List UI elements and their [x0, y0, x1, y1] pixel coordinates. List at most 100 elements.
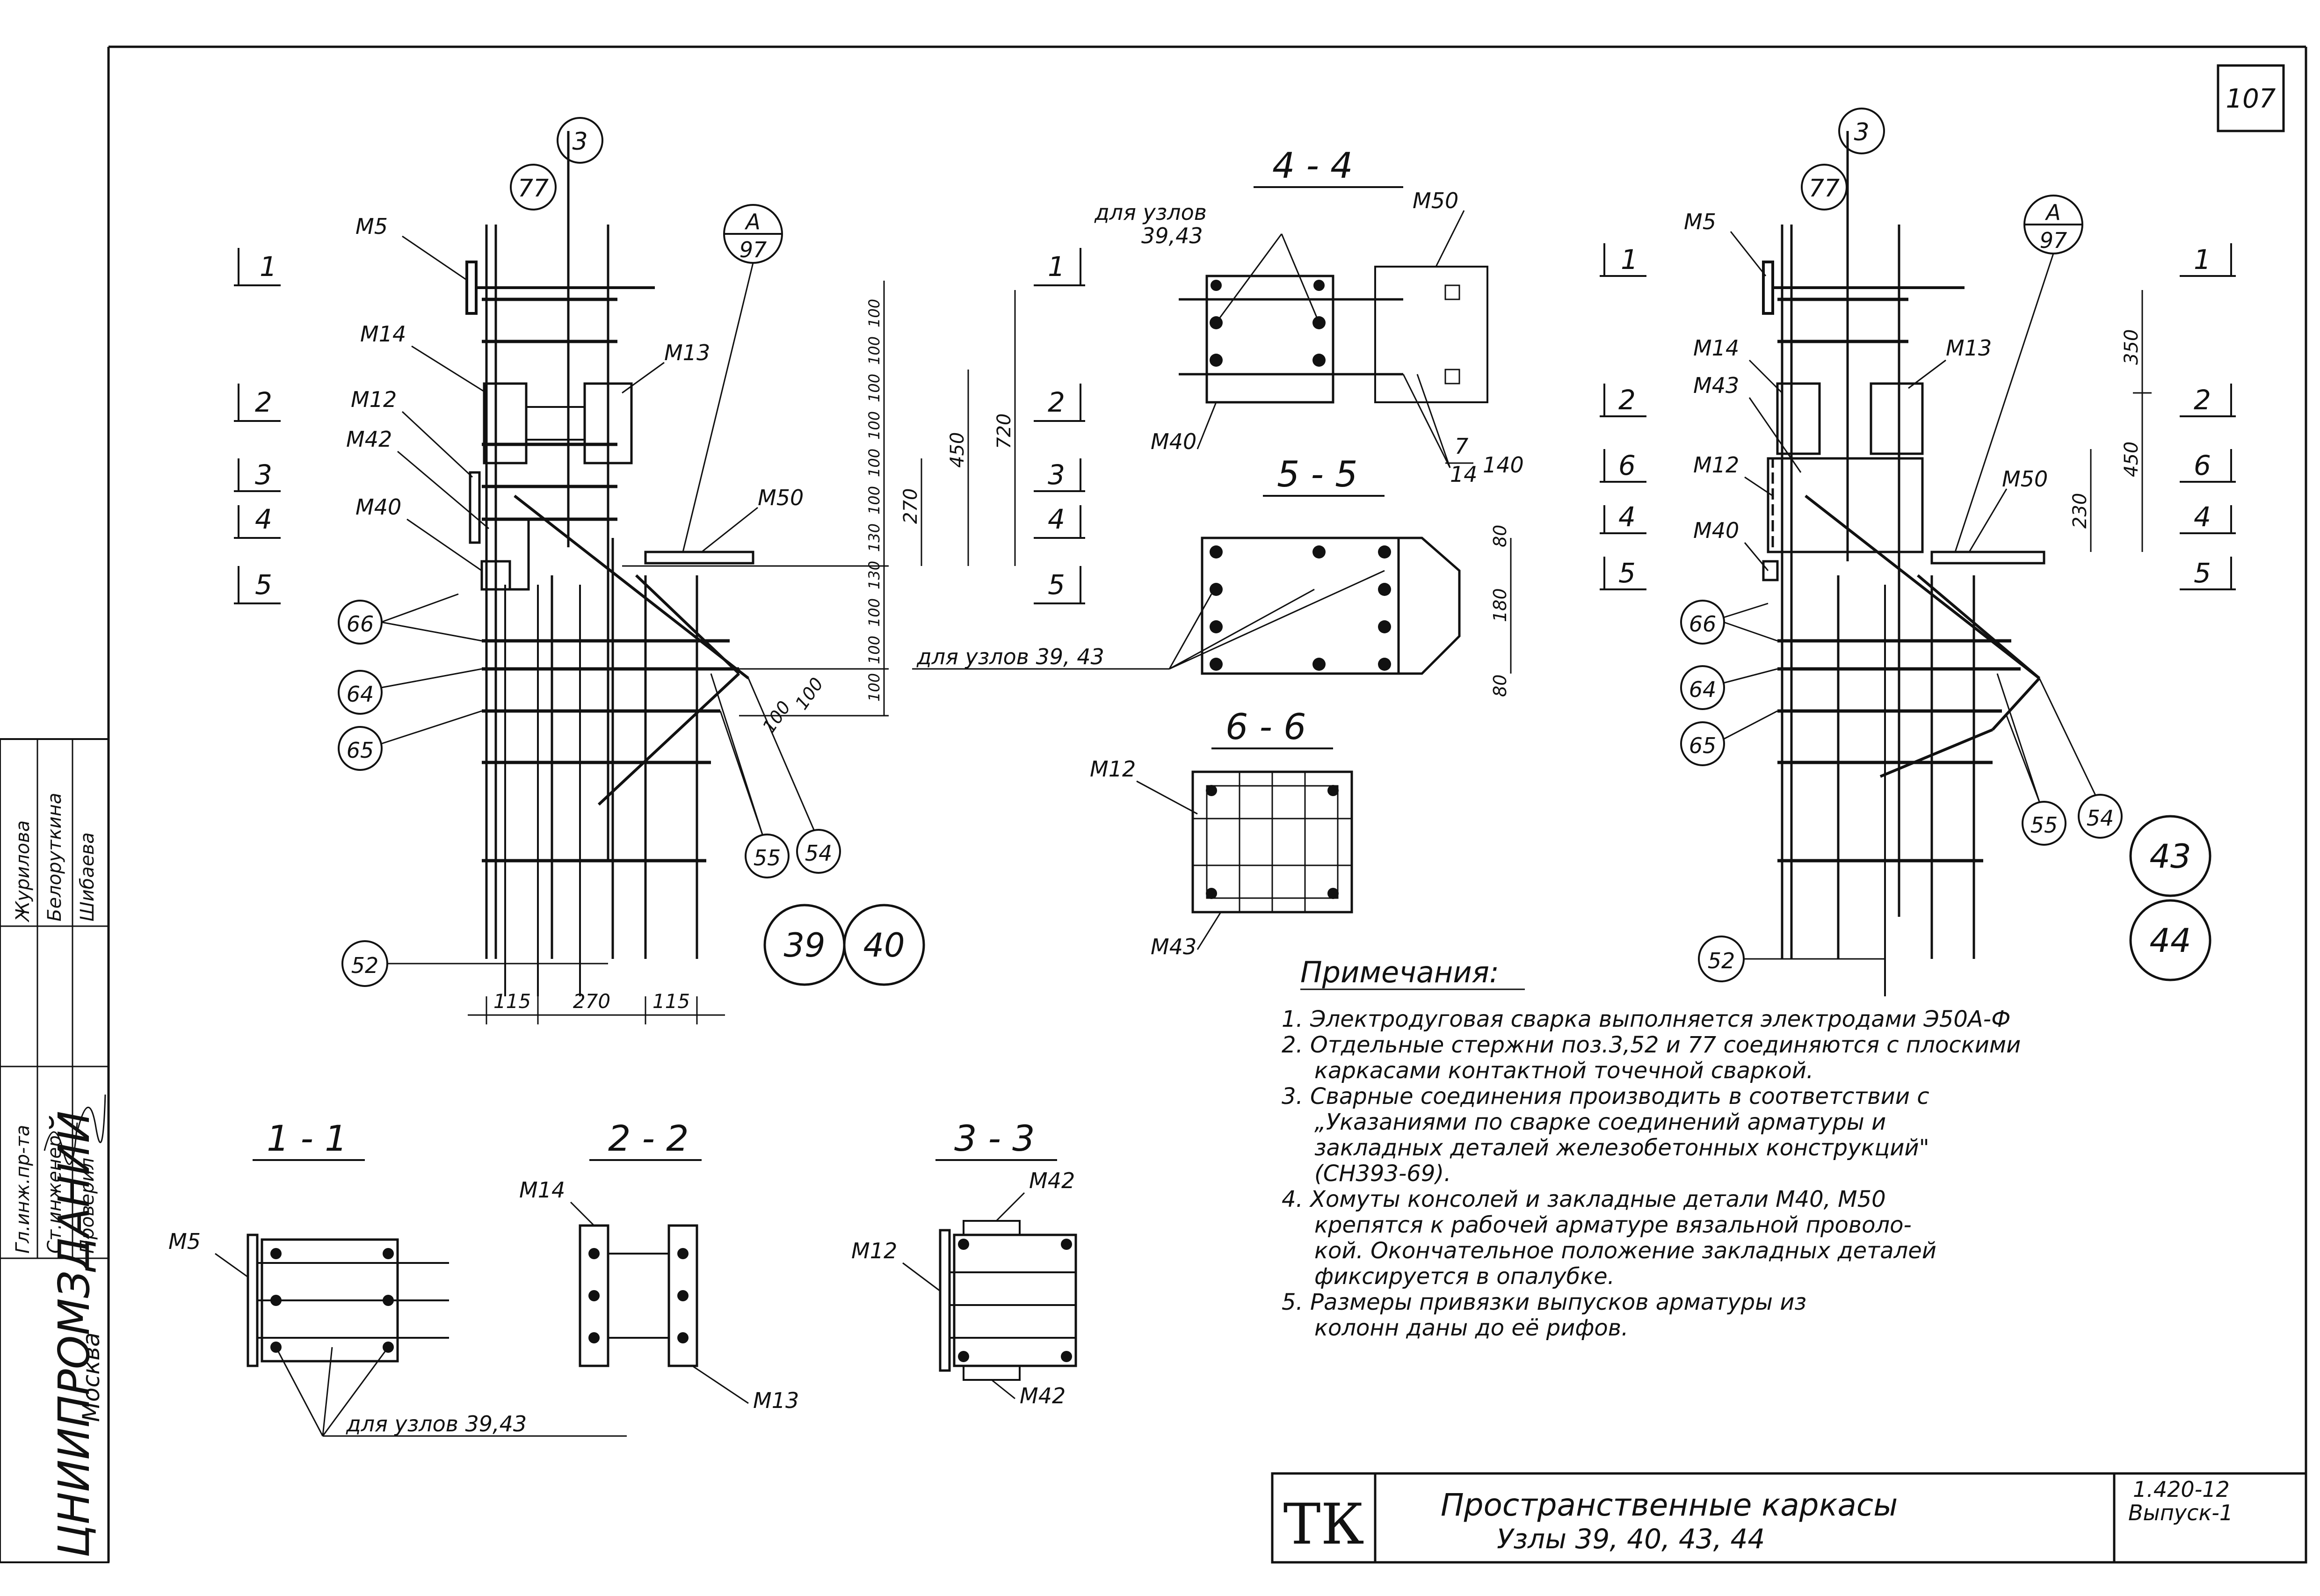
sec-mark-5a: 5 [255, 569, 272, 601]
title-issue: Выпуск-1 [2128, 1500, 2233, 1525]
node-44-right: 44 [2149, 921, 2191, 960]
callout-65-right: 65 [1689, 733, 1717, 758]
sec-mark-r6b: 6 [2194, 450, 2211, 481]
label-M12-left: М12 [351, 387, 397, 412]
title-mark: ТК [1283, 1492, 1364, 1557]
callout-52-left: 52 [351, 953, 379, 978]
sec-mark-1a: 1 [260, 251, 277, 283]
dim-180: 180 [1490, 588, 1510, 622]
signature-2 [76, 1094, 106, 1143]
sheet-number-box: 107 [2217, 64, 2285, 132]
label-M14-right: М14 [1693, 335, 1739, 361]
title-line-2: Узлы 39, 40, 43, 44 [1497, 1523, 1765, 1555]
sec-mark-r2a: 2 [1618, 384, 1636, 416]
label-M50-right: М50 [2002, 466, 2048, 492]
signature-1 [44, 1122, 78, 1165]
sec-mark-4a: 4 [255, 503, 272, 535]
label-M43-66: М43 [1151, 934, 1196, 959]
dim-100-diag-a: 100 [758, 697, 795, 737]
sec-mark-3a: 3 [255, 459, 272, 491]
left-section-marks-b: 1 2 3 4 5 [1034, 248, 1085, 604]
dim-80-bottom: 80 [1490, 675, 1510, 697]
callout-64-right: 64 [1689, 677, 1717, 702]
section-6-6: 6 - 6 М12 М43 [1090, 706, 1353, 959]
stamp-role-1: Гл.инж.пр-та [12, 1125, 34, 1254]
sec-mark-5b: 5 [1048, 569, 1065, 601]
label-M14-left: М14 [360, 321, 406, 347]
left-main-view [465, 131, 754, 996]
left-section-marks-a: 1 2 3 4 5 [234, 248, 281, 604]
note-line-9: крепятся к рабочей арматуре вязальной пр… [1314, 1212, 1912, 1238]
stamp-role-3: Проверил [77, 1158, 98, 1254]
dim-bottom-270: 270 [573, 990, 610, 1013]
label-M5-left: М5 [355, 214, 388, 239]
section-4-4-title: 4 - 4 [1272, 145, 1353, 186]
callout-A-left: А [744, 209, 760, 234]
label-M12-33: М12 [851, 1238, 897, 1263]
note-line-3: каркасами контактной точечной сваркой. [1314, 1058, 1813, 1084]
stamp-org: ЦНИИПРОМЗДАНИЙ [49, 1111, 99, 1558]
stamp-city: Москва [78, 1332, 105, 1422]
callout-64-left: 64 [347, 682, 374, 707]
title-block: ТК Пространственные каркасы Узлы 39, 40,… [1271, 1472, 2307, 1564]
sec-mark-r6a: 6 [1618, 450, 1636, 481]
label-M13-right: М13 [1946, 335, 1992, 361]
stamp-name-2: Белоруткина [44, 793, 65, 921]
bar-spec-len: 140 [1483, 452, 1524, 478]
note-line-7: (СН393-69). [1314, 1161, 1451, 1187]
title-line-1: Пространственные каркасы [1441, 1487, 1898, 1523]
sec-mark-2a: 2 [255, 386, 272, 418]
note-line-5: „Указаниями по сварке соединений арматур… [1314, 1109, 1886, 1135]
callout-66-left: 66 [347, 611, 374, 637]
right-section-marks-a: 1 2 6 4 5 [1600, 243, 1646, 590]
label-M5-11: М5 [168, 1229, 201, 1254]
dim-100-diag-b: 100 [791, 674, 827, 714]
left-view-callouts: 3 77 А 97 М5 М14 М13 М12 М42 М40 М50 66 … [338, 117, 925, 987]
label-M12-right: М12 [1693, 452, 1739, 478]
note-line-8: 4. Хомуты консолей и закладные детали М4… [1282, 1186, 1886, 1212]
section-2-2: 2 - 2 М14 М13 [519, 1117, 799, 1413]
section-4-4: 4 - 4 для узлов 39,43 М50 М40 7 14 140 [1094, 145, 1524, 487]
sec-mark-r2b: 2 [2194, 384, 2211, 416]
dim-80-top: 80 [1490, 525, 1510, 547]
node-43-right: 43 [2149, 837, 2191, 876]
callout-97-right: 97 [2040, 228, 2067, 253]
note-line-6: закладных деталей железобетонных констру… [1314, 1135, 1929, 1161]
note-line-10: кой. Окончательное положение закладных д… [1314, 1238, 1936, 1264]
label-M13-left: М13 [664, 340, 710, 365]
callout-55-right: 55 [2030, 813, 2058, 838]
for-nodes-label-c: для узлов 39,43 [346, 1411, 527, 1436]
dim-450-right: 450 [2121, 442, 2142, 477]
note-line-2: 2. Отдельные стержни поз.3,52 и 77 соеди… [1282, 1032, 2021, 1058]
label-M12-66: М12 [1090, 756, 1136, 782]
section-3-3-title: 3 - 3 [954, 1117, 1035, 1159]
sec-mark-3b: 3 [1048, 459, 1065, 491]
label-M42-left: М42 [346, 427, 392, 452]
sec-mark-r1a: 1 [1621, 244, 1638, 276]
left-bottom-dimension: 115 270 115 [468, 990, 725, 1024]
right-view-callouts: 3 77 А 97 М5 М14 М43 М13 М12 М40 М50 66 … [1680, 108, 2211, 982]
notes-heading: Примечания: [1300, 955, 1499, 989]
bar-spec-top: 7 [1455, 434, 1468, 459]
sec-mark-r4b: 4 [2194, 501, 2211, 533]
section-1-1-title: 1 - 1 [267, 1117, 347, 1159]
stamp-name-1: Журилова [12, 820, 34, 923]
stamp-role-2: Ст.инженер [44, 1135, 65, 1254]
callout-3-right: 3 [1854, 118, 1869, 146]
right-main-view [1762, 131, 2045, 996]
callout-52-right: 52 [1708, 948, 1735, 973]
note-line-12: 5. Размеры привязки выпусков арматуры из [1282, 1289, 1806, 1315]
label-M42-33-top: М42 [1029, 1168, 1075, 1193]
approval-stamp: ЦНИИПРОМЗДАНИЙ Москва Гл.инж.пр-та Ст.ин… [0, 738, 109, 1563]
section-3-3: 3 - 3 М42 М12 М42 [851, 1117, 1077, 1408]
node-40-left: 40 [863, 926, 905, 965]
callout-55-left: 55 [754, 845, 781, 871]
sec-mark-r1b: 1 [2194, 244, 2211, 276]
callout-A-right: А [2044, 200, 2060, 225]
section-5-5-title: 5 - 5 [1277, 453, 1357, 495]
bar-spec-bottom: 14 [1450, 462, 1478, 487]
dim-350: 350 [2121, 329, 2142, 365]
callout-54-right: 54 [2087, 805, 2114, 831]
dim-col-1: 100 [865, 299, 883, 327]
dim-col-10: 100 [865, 636, 883, 664]
